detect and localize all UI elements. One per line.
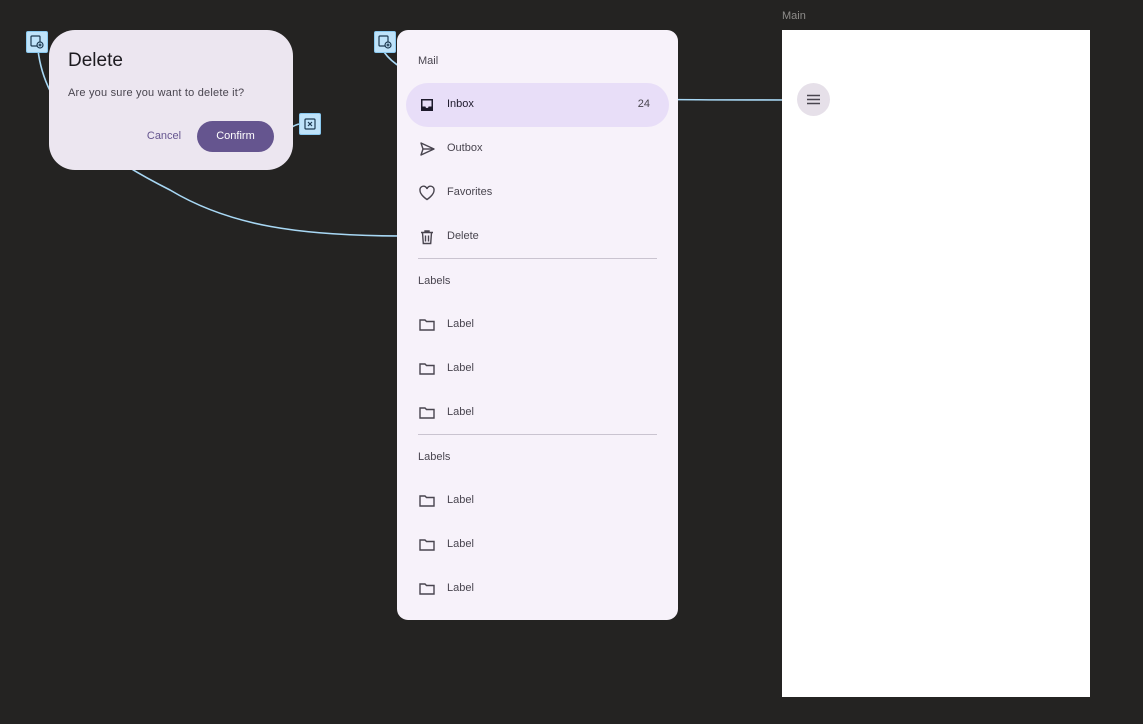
close-overlay-icon[interactable] — [299, 113, 321, 135]
nav-item-label: Outbox — [447, 142, 483, 154]
nav-item-label-6[interactable]: Label — [406, 567, 669, 611]
nav-item-outbox[interactable]: Outbox — [406, 127, 669, 171]
nav-item-label: Inbox — [447, 98, 474, 110]
nav-item-label-3[interactable]: Label — [406, 391, 669, 435]
nav-item-favorites[interactable]: Favorites — [406, 171, 669, 215]
drawer-flow-start-icon[interactable] — [374, 31, 396, 53]
frame-label-main: Main — [782, 10, 806, 22]
folder-icon — [419, 319, 435, 331]
nav-item-label-1[interactable]: Label — [406, 303, 669, 347]
trash-icon — [421, 230, 433, 245]
heart-icon — [419, 185, 435, 201]
delete-dialog: Delete Are you sure you want to delete i… — [49, 30, 293, 170]
dialog-title: Delete — [68, 50, 123, 71]
folder-icon — [419, 539, 435, 551]
menu-icon — [807, 94, 820, 105]
folder-icon — [419, 583, 435, 595]
nav-item-label-2[interactable]: Label — [406, 347, 669, 391]
nav-item-label-4[interactable]: Label — [406, 479, 669, 523]
navigation-drawer: Mail Inbox 24 Outbox Favorites Delete La… — [397, 30, 678, 620]
folder-icon — [419, 363, 435, 375]
section-divider — [418, 434, 657, 435]
confirm-button[interactable]: Confirm — [197, 121, 274, 152]
section-header-labels: Labels — [418, 275, 451, 287]
main-frame — [782, 30, 1090, 697]
nav-item-delete[interactable]: Delete — [406, 215, 669, 259]
nav-item-label: Label — [447, 362, 474, 374]
nav-item-label: Favorites — [447, 186, 493, 198]
nav-item-label: Delete — [447, 230, 479, 242]
nav-item-label-5[interactable]: Label — [406, 523, 669, 567]
nav-item-label: Label — [447, 538, 474, 550]
section-divider — [418, 258, 657, 259]
nav-item-label: Label — [447, 494, 474, 506]
nav-item-inbox[interactable]: Inbox 24 — [406, 83, 669, 127]
send-icon — [420, 142, 435, 156]
folder-icon — [419, 495, 435, 507]
inbox-icon — [421, 99, 433, 111]
inbox-count-badge: 24 — [637, 98, 650, 110]
dialog-message: Are you sure you want to delete it? — [68, 87, 245, 99]
folder-icon — [419, 407, 435, 419]
nav-item-label: Label — [447, 582, 474, 594]
cancel-button[interactable]: Cancel — [146, 130, 182, 142]
nav-item-label: Label — [447, 406, 474, 418]
dialog-flow-start-icon[interactable] — [26, 31, 48, 53]
menu-button[interactable] — [797, 83, 830, 116]
drawer-headline: Mail — [418, 55, 439, 67]
section-header-labels: Labels — [418, 451, 451, 463]
nav-item-label: Label — [447, 318, 474, 330]
